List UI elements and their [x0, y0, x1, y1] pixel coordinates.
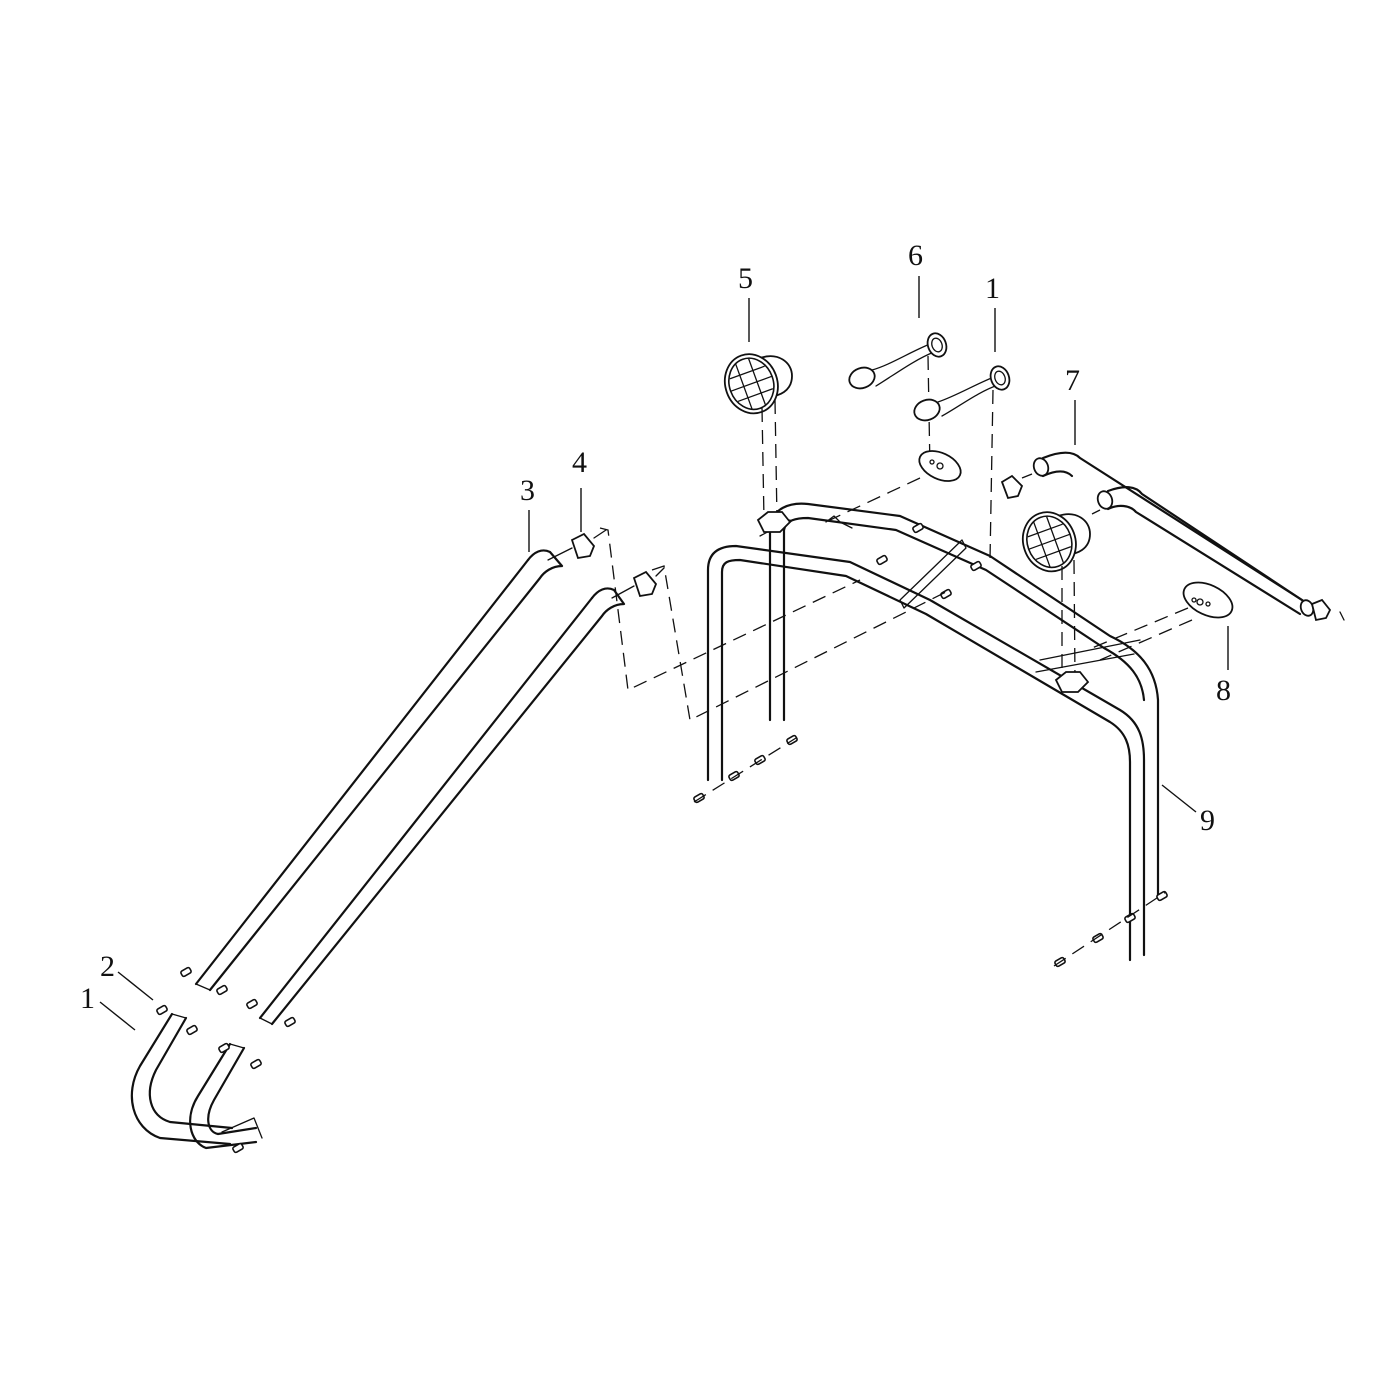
air-horn-icon-1: [913, 365, 1011, 422]
callout-1-bumper: 1: [80, 982, 136, 1031]
end-cap-icon-1: [570, 532, 596, 560]
frame-bolts: [693, 522, 1168, 968]
callout-label-9: 9: [1200, 804, 1215, 837]
side-rail-tube-icon: [194, 549, 626, 1026]
handle-bar-icon: [1032, 451, 1315, 617]
roll-bar-frame-icon: [706, 502, 1160, 962]
callout-9: 9: [1161, 784, 1215, 837]
callout-label-5: 5: [738, 262, 753, 295]
callout-label-2: 2: [100, 950, 115, 983]
bolt-nut-icons: [156, 1004, 262, 1154]
callout-7: 7: [1065, 364, 1080, 445]
callout-label-3: 3: [520, 474, 535, 507]
callout-label-8: 8: [1216, 674, 1231, 707]
end-cap-icon-top-right: [1000, 474, 1024, 500]
callout-6: 6: [908, 239, 923, 318]
air-horn-icon-6: [848, 332, 948, 390]
callout-label-4: 4: [572, 446, 587, 479]
callout-1-horn: 1: [985, 272, 1000, 352]
callout-8: 8: [1216, 626, 1231, 707]
callout-2: 2: [100, 950, 154, 1001]
end-cap-icon-2: [632, 570, 658, 598]
callout-label-1-horn: 1: [985, 272, 1000, 305]
callout-5: 5: [738, 262, 753, 342]
callout-label-7: 7: [1065, 364, 1080, 397]
callout-3: 3: [520, 474, 535, 552]
rail-bolts: [180, 966, 296, 1028]
end-cap-icon-right: [1310, 598, 1345, 622]
spot-light-icon-right: [1021, 511, 1091, 573]
callout-4: 4: [572, 446, 587, 532]
marker-light-icon-right: [1182, 581, 1234, 619]
callout-label-6: 6: [908, 239, 923, 272]
front-bumper-icon: [130, 1012, 263, 1150]
marker-light-icon-top: [918, 450, 962, 482]
spot-light-icon: [723, 353, 793, 415]
callout-label-1-bumper: 1: [80, 982, 95, 1015]
